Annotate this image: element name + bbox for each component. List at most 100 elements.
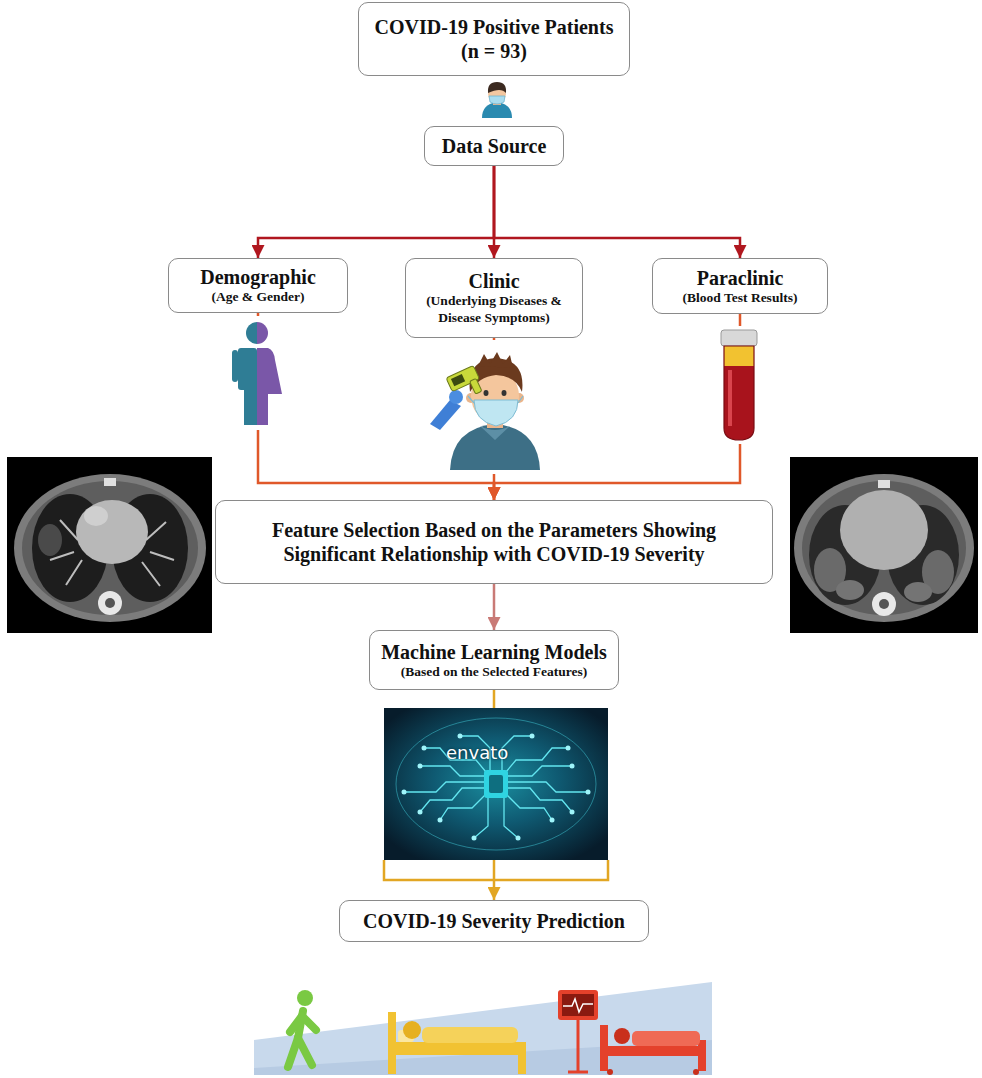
watermark: envato bbox=[446, 742, 508, 763]
blood-tube bbox=[724, 346, 754, 440]
gender-figure bbox=[238, 348, 257, 390]
severity-illustration bbox=[562, 994, 594, 1016]
ml-circuit-image bbox=[418, 810, 423, 815]
severity-illustration bbox=[563, 999, 593, 1012]
ml-circuit-image bbox=[384, 708, 608, 860]
clinic-patient-figure bbox=[449, 390, 463, 404]
box-heading: Machine Learning Models bbox=[381, 640, 607, 664]
ml-circuit-image bbox=[508, 782, 588, 792]
clinic-patient-figure bbox=[480, 426, 510, 440]
clinic-patient-figure bbox=[474, 400, 518, 426]
blood-tube bbox=[714, 326, 764, 444]
ct-scan-image bbox=[879, 599, 889, 609]
gender-figure bbox=[257, 390, 268, 425]
process-box: Data Source bbox=[424, 126, 564, 166]
severity-illustration bbox=[422, 1027, 518, 1043]
process-box: Paraclinic(Blood Test Results) bbox=[652, 258, 828, 314]
severity-illustration bbox=[403, 1021, 421, 1039]
gender-figure bbox=[228, 316, 286, 430]
box-heading: COVID-19 Severity Prediction bbox=[363, 909, 625, 933]
ml-circuit-image bbox=[474, 796, 488, 838]
severity-illustration bbox=[577, 1020, 580, 1072]
gender-figure bbox=[232, 350, 238, 382]
ct-scan-image bbox=[790, 457, 978, 633]
ml-circuit-image bbox=[404, 736, 588, 838]
ml-circuit-image bbox=[396, 718, 596, 850]
clinic-patient-figure bbox=[451, 374, 465, 386]
gender-figure bbox=[257, 322, 268, 344]
ml-circuit-image bbox=[440, 794, 486, 820]
severity-illustration bbox=[254, 982, 712, 1075]
clinic-patient-figure bbox=[426, 340, 540, 474]
ml-circuit-image bbox=[489, 775, 503, 793]
severity-illustration bbox=[568, 1071, 588, 1074]
box-heading: Clinic bbox=[468, 269, 519, 293]
ct-scan-image bbox=[872, 592, 896, 616]
gender-figure bbox=[228, 316, 286, 430]
severity-illustration bbox=[600, 1046, 706, 1056]
box-subheading: (Based on the Selected Features) bbox=[401, 664, 587, 681]
ct-scan-image bbox=[22, 481, 198, 615]
ct-scan-image bbox=[50, 520, 174, 586]
process-box: COVID-19 Positive Patients (n = 93) bbox=[358, 2, 630, 76]
blood-tube bbox=[721, 330, 757, 346]
box-subheading: (Blood Test Results) bbox=[683, 290, 798, 307]
bracket-line bbox=[384, 860, 608, 880]
ct-scan-image bbox=[790, 457, 978, 633]
ml-circuit-image bbox=[404, 782, 484, 792]
ct-scan-image bbox=[878, 480, 890, 488]
connector-arrow bbox=[258, 166, 494, 258]
patient-icon bbox=[488, 82, 506, 93]
ml-circuit-image bbox=[550, 818, 555, 823]
box-subheading: (Age & Gender) bbox=[212, 289, 305, 306]
clinic-patient-figure bbox=[518, 396, 523, 403]
ct-scan-image bbox=[7, 457, 212, 633]
ml-circuit-image bbox=[508, 766, 572, 776]
ct-scan-image bbox=[802, 481, 966, 615]
ml-circuit-image bbox=[506, 794, 552, 820]
patient-icon bbox=[489, 96, 505, 104]
ml-circuit-image bbox=[506, 748, 568, 772]
severity-illustration bbox=[298, 1038, 312, 1065]
ct-scan-image bbox=[904, 582, 932, 602]
patient-icon bbox=[482, 82, 512, 118]
gender-figure bbox=[246, 322, 257, 344]
ct-scan-image bbox=[7, 457, 212, 633]
ct-scan-image bbox=[794, 474, 974, 622]
ml-circuit-image bbox=[420, 766, 484, 776]
severity-illustration bbox=[558, 990, 598, 1020]
clinic-patient-figure bbox=[470, 378, 482, 394]
blood-tube bbox=[728, 370, 732, 426]
ct-scan-image bbox=[104, 478, 116, 486]
blood-tube bbox=[724, 346, 754, 440]
box-heading: Feature Selection Based on the Parameter… bbox=[226, 518, 762, 566]
clinic-patient-figure bbox=[478, 352, 513, 368]
box-heading: COVID-19 Positive Patients (n = 93) bbox=[369, 15, 619, 63]
ml-circuit-image bbox=[484, 770, 508, 798]
severity-illustration bbox=[693, 1069, 699, 1075]
bracket-line bbox=[384, 860, 608, 880]
connector-arrow bbox=[493, 584, 496, 630]
ml-circuit-image bbox=[586, 790, 591, 795]
process-box: COVID-19 Severity Prediction bbox=[339, 900, 649, 942]
clinic-patient-figure bbox=[430, 400, 461, 430]
blood-tube bbox=[714, 326, 764, 444]
severity-illustration bbox=[632, 1031, 700, 1046]
box-heading: Data Source bbox=[442, 134, 547, 158]
ml-circuit-image bbox=[458, 734, 463, 739]
process-box: Demographic(Age & Gender) bbox=[168, 258, 348, 313]
box-subheading: (Underlying Diseases & Disease Symptoms) bbox=[416, 293, 572, 327]
ct-scan-image bbox=[14, 474, 206, 622]
ml-circuit-image bbox=[384, 708, 608, 860]
ml-circuit-image bbox=[438, 818, 443, 823]
ct-scan-image bbox=[98, 591, 122, 615]
ct-scan-image bbox=[836, 580, 864, 600]
ct-scan-image bbox=[76, 500, 148, 564]
ct-scan-image bbox=[105, 598, 115, 608]
process-box: Clinic(Underlying Diseases & Disease Sym… bbox=[405, 258, 583, 338]
ct-scan-image bbox=[38, 524, 62, 556]
box-heading: Paraclinic bbox=[697, 266, 784, 290]
gender-figure bbox=[244, 386, 257, 425]
ml-circuit-image bbox=[516, 836, 521, 841]
severity-illustration bbox=[288, 1011, 316, 1067]
